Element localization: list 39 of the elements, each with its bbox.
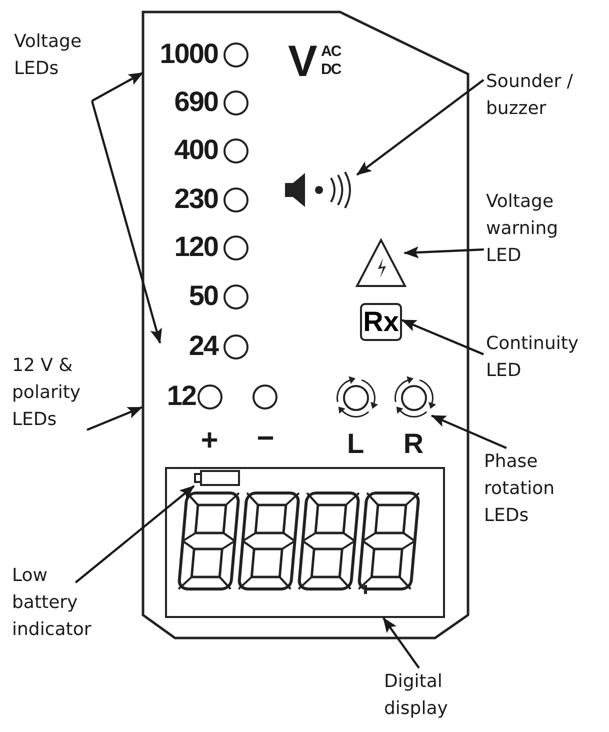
battery-icon — [194, 470, 240, 486]
continuity-symbol: Rx — [360, 303, 402, 341]
phase-rotation-led — [334, 376, 378, 420]
dc-mark: DC — [321, 62, 342, 77]
callout-label: 12 V & polarity LEDs — [12, 354, 82, 432]
ac-mark: AC — [321, 44, 342, 59]
leader-arrow — [401, 319, 484, 356]
polarity-sign: + — [200, 426, 218, 456]
callout-label: Digital display — [384, 670, 449, 721]
phase-letter: L — [346, 430, 364, 458]
callout-label: Phase rotation LEDs — [484, 450, 556, 528]
callout-label: Low battery indicator — [12, 564, 92, 642]
leader-arrow — [91, 72, 144, 102]
callout-label: Sounder / buzzer — [486, 70, 574, 121]
voltage-value: 1000 — [158, 40, 218, 68]
polarity-sign: − — [256, 424, 274, 454]
phase-letter: R — [402, 430, 424, 458]
tester-panel — [142, 11, 470, 641]
leader-arrow — [74, 485, 195, 584]
voltage-value: 50 — [188, 282, 218, 310]
leader-arrow — [404, 246, 484, 258]
leader-arrow — [90, 100, 162, 344]
voltage-symbol: V — [288, 40, 318, 84]
voltage-value: 24 — [188, 332, 218, 360]
leader-arrow — [382, 617, 420, 669]
voltage-value: 690 — [173, 88, 218, 116]
warning-triangle-icon — [355, 238, 407, 288]
voltage-value: 120 — [173, 233, 218, 261]
leader-arrow — [86, 406, 143, 431]
callout-label: Voltage warning LED — [486, 190, 560, 268]
digital-display — [165, 467, 445, 618]
phase-rotation-led — [392, 376, 436, 420]
voltage-value: 400 — [173, 136, 218, 164]
callout-label: Voltage LEDs — [14, 30, 83, 81]
leader-arrow — [430, 414, 507, 449]
callout-label: Continuity LED — [486, 332, 580, 383]
voltage-value: 230 — [173, 185, 218, 213]
leader-arrow — [356, 79, 484, 176]
voltage-value: 12 — [166, 382, 196, 410]
